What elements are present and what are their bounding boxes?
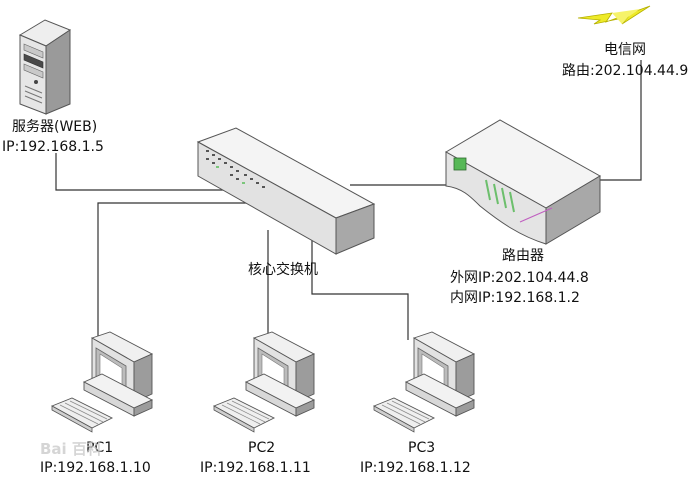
pc2-ip-label: IP:192.168.1.11 xyxy=(200,460,311,476)
pc2-label: PC2 xyxy=(248,440,276,456)
link-router-telecom xyxy=(600,60,642,181)
desktop-computer-icon xyxy=(212,331,316,433)
server-ip-label: IP:192.168.1.5 xyxy=(2,139,104,155)
link-switch-pc1 xyxy=(97,202,250,340)
connection-lines xyxy=(55,60,642,340)
pc1-label: PC1 xyxy=(86,440,114,456)
network-switch-icon xyxy=(196,127,376,255)
watermark-logo: Bai 百科 xyxy=(40,440,102,458)
telecom-label: 电信网 xyxy=(604,42,646,58)
pc1-ip-label: IP:192.168.1.10 xyxy=(40,460,151,476)
server-label: 服务器(WEB) xyxy=(12,119,98,135)
router-wan-ip-label: 外网IP:202.104.44.8 xyxy=(450,270,589,286)
router-lan-ip-label: 内网IP:192.168.1.2 xyxy=(450,290,580,306)
pc3-label: PC3 xyxy=(408,440,436,456)
router-icon xyxy=(444,119,602,245)
pc3-ip-label: IP:192.168.1.12 xyxy=(360,460,471,476)
desktop-computer-icon xyxy=(50,331,154,433)
lightning-bolt-icon xyxy=(577,5,651,25)
telecom-route-label: 路由:202.104.44.9 xyxy=(562,63,689,79)
link-server-switch xyxy=(55,153,250,191)
desktop-computer-icon xyxy=(372,331,476,433)
server-tower-icon xyxy=(18,19,72,115)
router-label: 路由器 xyxy=(502,248,544,264)
link-switch-pc3 xyxy=(311,240,409,340)
core-switch-label: 核心交换机 xyxy=(248,262,318,278)
